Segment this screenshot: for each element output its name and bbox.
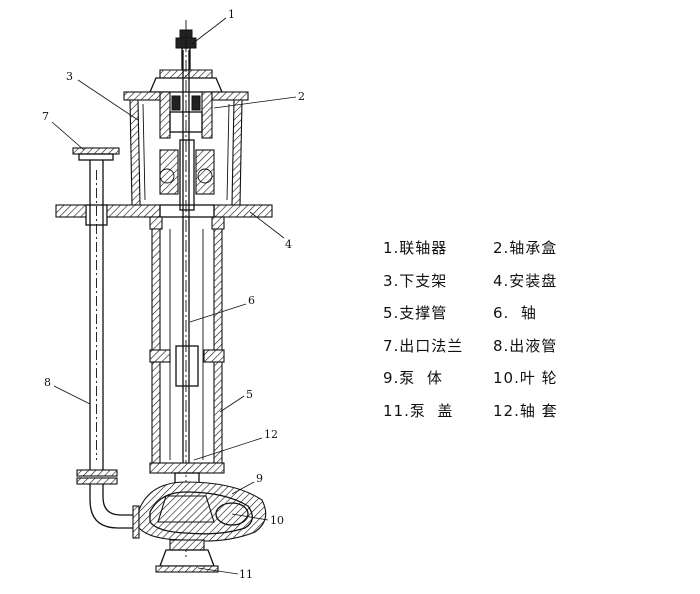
legend-item: 6. 轴 [493,304,537,322]
legend-row: 7.出口法兰 8.出液管 [383,335,683,368]
legend-item: 7.出口法兰 [383,336,464,355]
callout-1: 1 [228,8,235,21]
pump-casing [138,472,267,573]
callout-6: 6 [248,294,255,307]
legend-row: 11.泵 盖 12.轴 套 [383,400,683,433]
callout-12: 12 [264,428,278,441]
parts-legend: 1.联轴器 2.轴承盒 3.下支架 4.安装盘 5.支撑管 6. 轴 7.出口法… [383,237,683,432]
outlet-pipe [72,147,140,539]
legend-item: 11.泵 盖 [383,401,454,420]
legend-item: 12.轴 套 [493,401,558,420]
legend-row: 5.支撑管 6. 轴 [383,302,683,335]
leader-lines [51,17,297,575]
callout-4: 4 [285,238,292,251]
legend-row: 9.泵 体 10.叶 轮 [383,367,683,400]
callout-7: 7 [42,110,49,123]
shaft [182,20,190,560]
legend-item: 2.轴承盒 [493,239,558,257]
callout-3: 3 [66,70,73,83]
legend-item: 3.下支架 [383,271,448,290]
support-tube [149,228,225,474]
legend-item: 5.支撑管 [383,304,448,322]
callout-8: 8 [44,376,51,389]
upper-bracket [123,29,249,211]
legend-item: 4.安装盘 [493,271,558,290]
legend-item: 1.联轴器 [383,239,448,257]
callout-11: 11 [239,568,253,581]
callout-10: 10 [270,514,284,527]
callout-2: 2 [298,90,305,103]
legend-item: 9.泵 体 [383,369,443,387]
legend-row: 1.联轴器 2.轴承盒 [383,237,683,270]
legend-item: 8.出液管 [493,336,558,355]
legend-item: 10.叶 轮 [493,369,558,387]
legend-row: 3.下支架 4.安装盘 [383,270,683,303]
callout-5: 5 [246,388,253,401]
callout-labels: 1 2 3 4 5 6 7 8 9 10 11 12 [42,8,305,581]
mounting-plate [55,204,273,230]
callout-9: 9 [256,472,263,485]
